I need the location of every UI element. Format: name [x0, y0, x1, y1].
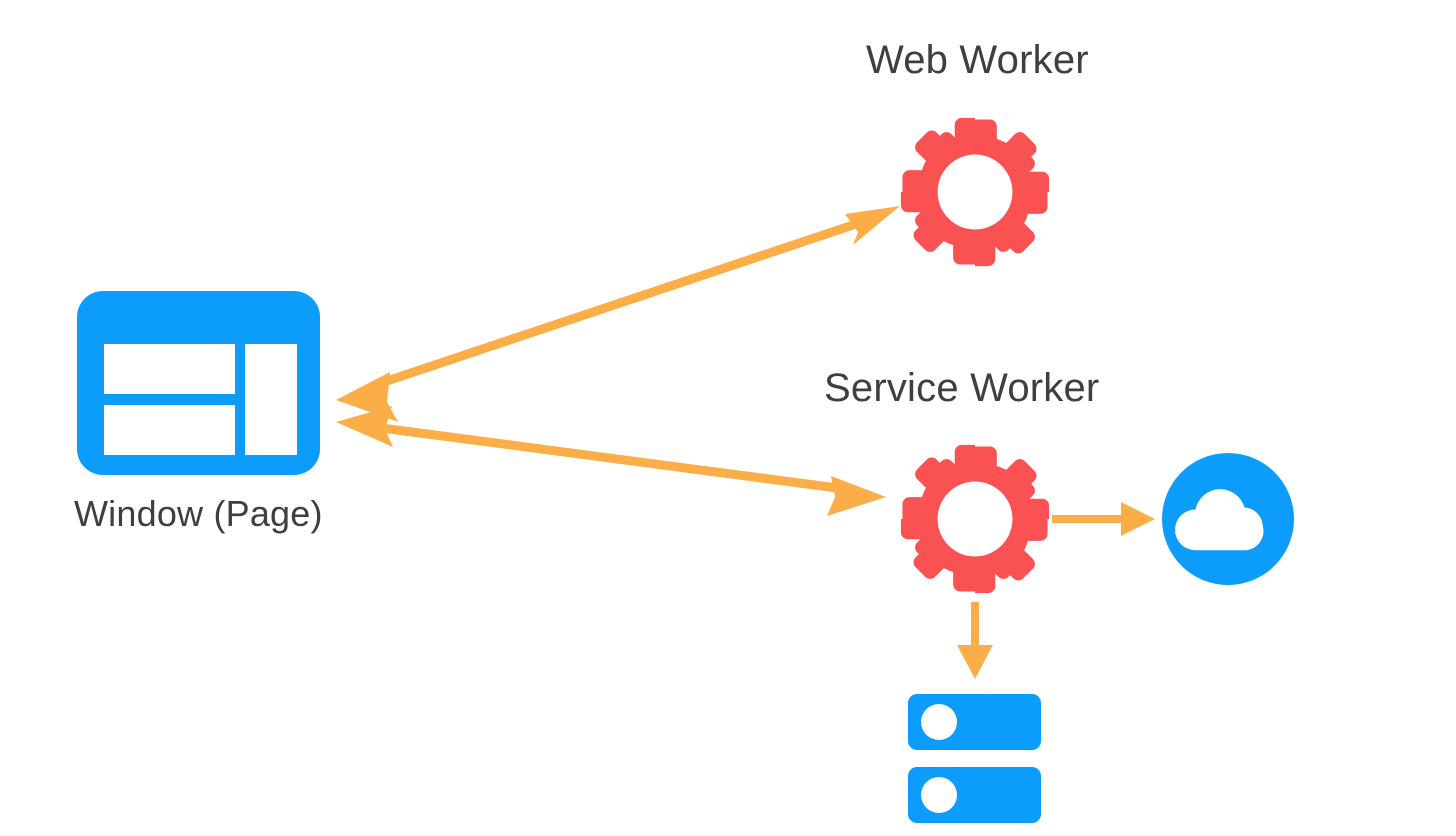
node-label-window-page: Window (Page): [74, 493, 323, 534]
gear-icon: [900, 444, 1050, 594]
edge-service-worker-cloud: [1052, 502, 1155, 536]
server-indicator-top: [921, 704, 957, 740]
edge-window-service-worker: [336, 406, 886, 516]
window-content-block-right: [245, 344, 297, 455]
gear-icon: [900, 117, 1050, 267]
node-label-service-worker: Service Worker: [824, 366, 1100, 410]
node-window-page[interactable]: [77, 291, 320, 475]
node-service-worker[interactable]: [900, 444, 1050, 594]
window-content-block-top-left: [104, 344, 235, 394]
server-indicator-bottom: [921, 777, 957, 813]
edge-service-worker-cache: [957, 602, 993, 679]
window-content-block-bottom-left: [104, 405, 235, 455]
node-label-web-worker: Web Worker: [866, 38, 1089, 82]
node-web-worker[interactable]: [900, 117, 1050, 267]
node-cache-storage[interactable]: [908, 694, 1041, 823]
node-cloud[interactable]: [1162, 453, 1294, 585]
